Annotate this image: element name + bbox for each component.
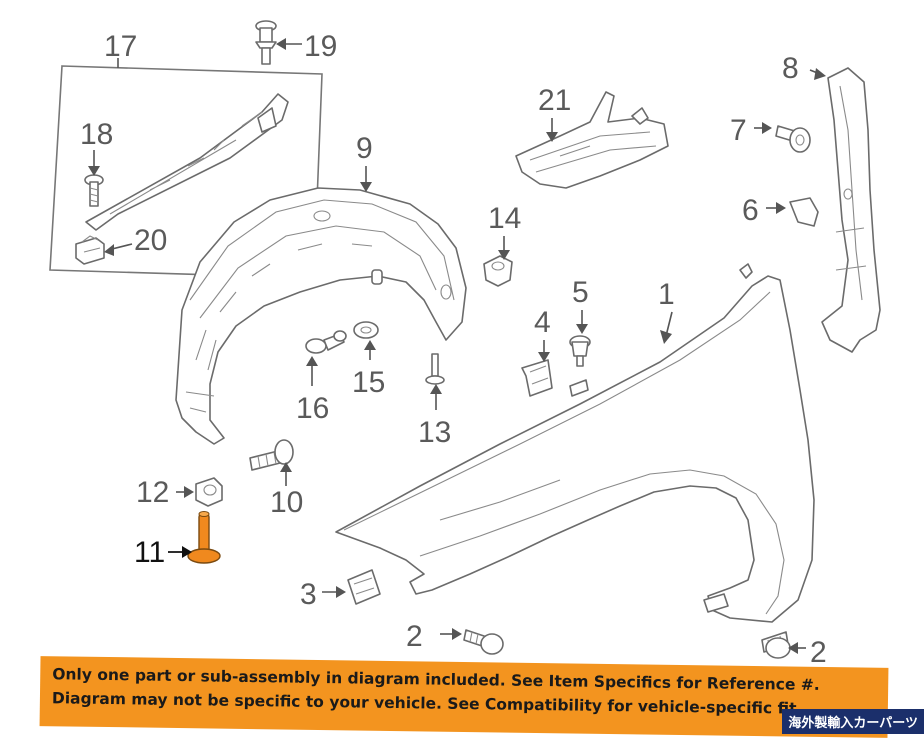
callout-14: 14 [488,202,521,235]
screw-19 [255,20,302,65]
stud-11-highlighted [168,511,221,564]
fender-liner-9 [175,166,467,445]
stud-13 [425,353,445,410]
callout-4: 4 [534,306,551,339]
callout-18: 18 [80,118,113,151]
callout-12: 12 [136,476,169,509]
callout-labels: 1 2 2 3 4 5 6 7 8 9 10 11 12 13 14 15 16… [80,30,827,669]
callout-3: 3 [300,578,317,611]
disclaimer-banner: Only one part or sub-assembly in diagram… [39,656,889,738]
callout-5: 5 [572,276,589,309]
bolt-10 [249,439,294,486]
callout-8: 8 [782,52,799,85]
shop-watermark: 海外製輸入カーパーツ [782,709,924,734]
callout-13: 13 [418,416,451,449]
bracket-21 [515,91,669,189]
clip-3 [322,569,381,605]
clip-6 [766,197,819,227]
bolt-7 [754,122,811,153]
callout-6: 6 [742,194,759,227]
bracket-4 [521,340,589,397]
bolt-2-right [761,631,806,659]
callout-7: 7 [730,114,747,147]
bolt-2-left [440,628,504,655]
bolt-5 [569,310,591,367]
callout-17: 17 [104,30,137,63]
callout-11: 11 [134,536,165,569]
clip-12 [176,477,223,507]
bracket-8 [809,67,881,353]
callout-9: 9 [356,132,373,165]
callout-2-left: 2 [406,620,423,653]
callout-1: 1 [658,278,675,311]
washer-15 [353,321,379,360]
clip-20 [75,235,133,265]
callout-21: 21 [538,84,571,117]
callout-10: 10 [270,486,303,519]
clip-14 [483,236,513,287]
callout-2-right: 2 [810,636,827,669]
part-group-17 [49,58,323,279]
callout-15: 15 [352,366,385,399]
push-pin-16 [305,330,347,386]
callout-20: 20 [134,224,167,257]
bolt-18 [84,150,104,207]
fender-1 [335,263,815,623]
callout-16: 16 [296,392,329,425]
callout-19: 19 [304,30,337,63]
